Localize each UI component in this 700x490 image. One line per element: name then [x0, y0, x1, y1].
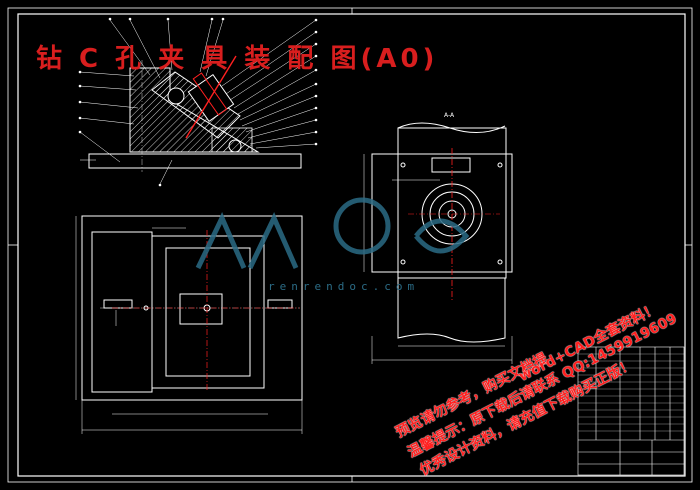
top-slot — [103, 299, 133, 309]
part-leaders — [79, 19, 317, 185]
top-block-a — [179, 293, 223, 325]
drawing-title: 钻 C 孔 夹 具 装 配 图(A0) — [36, 44, 439, 74]
top-inner-2 — [151, 235, 265, 389]
part-balloons — [78, 17, 318, 187]
outer-frame — [7, 7, 693, 483]
top-base-outline — [81, 215, 303, 401]
clamp-nut — [167, 87, 185, 105]
side-dimensions — [363, 154, 513, 364]
top-dimensions — [75, 216, 303, 434]
side-bolt-tr — [497, 162, 503, 168]
drill-axis-red — [185, 55, 237, 139]
side-view — [371, 122, 513, 343]
title-block-rows — [578, 353, 684, 432]
inner-frame — [17, 13, 686, 477]
top-inner-3 — [165, 247, 251, 377]
support-block — [211, 127, 253, 153]
top-slot-right — [267, 299, 293, 309]
side-frame — [371, 153, 513, 273]
side-pad — [431, 157, 471, 173]
top-inner-1 — [91, 231, 153, 393]
front-section-view — [88, 55, 302, 172]
side-bolt-br — [497, 259, 503, 265]
watermark-logo-shapes — [195, 197, 470, 270]
side-bolt-tl — [400, 162, 406, 168]
title-block — [577, 346, 685, 476]
base-plate — [88, 153, 302, 169]
side-bolt-bl — [400, 259, 406, 265]
side-bottom-curve — [397, 278, 506, 343]
section-label: A-A — [444, 112, 455, 119]
watermark-site: renrendoc.com — [268, 280, 420, 293]
